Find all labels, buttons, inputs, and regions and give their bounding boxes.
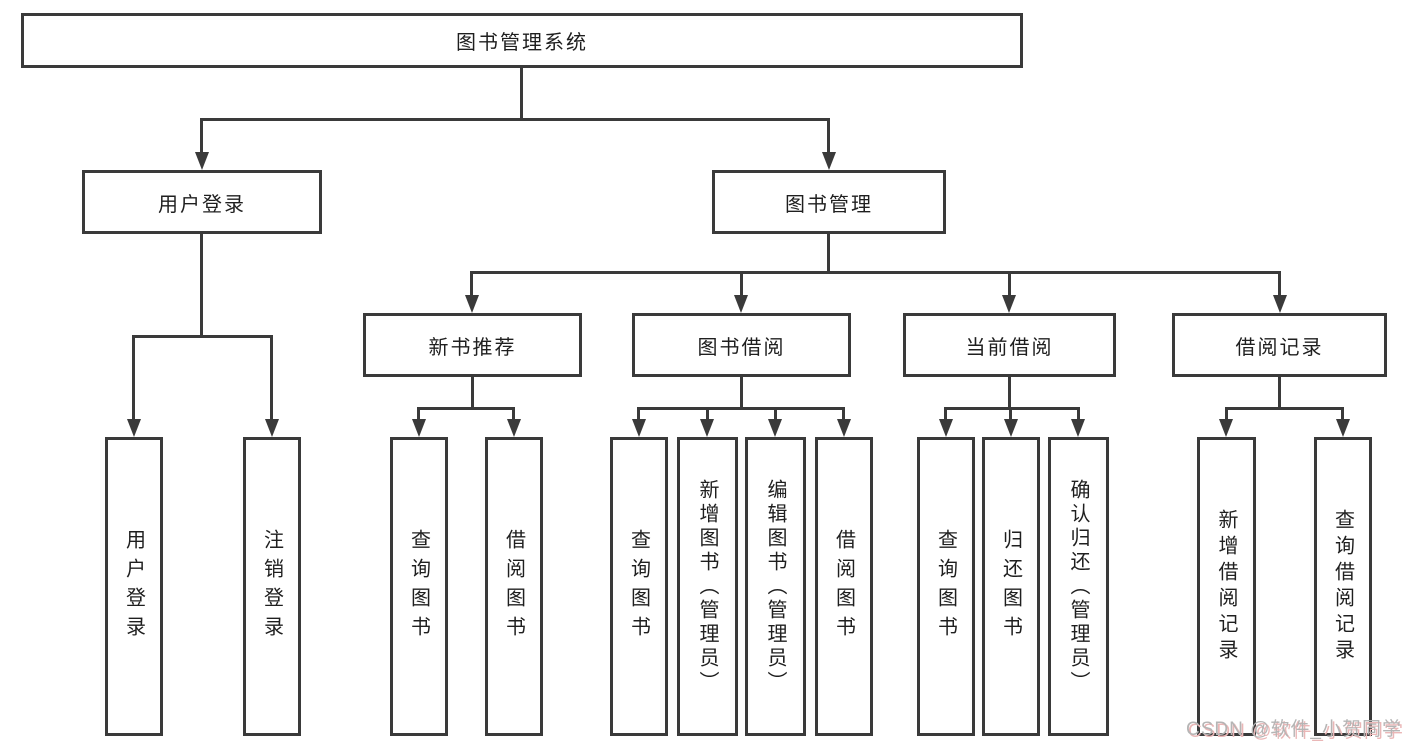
connector-book-mgmt-bar [472,271,1281,274]
connector-book-borrow-drop-3 [774,407,777,423]
arrow-to-leaf-bb-add-icon [700,419,714,437]
arrow-to-leaf-cb-query-icon [939,419,953,437]
arrow-to-book-borrow-icon [734,295,748,313]
leaf-logout: 注销登录 [243,437,301,736]
arrow-to-leaf-bb-edit-icon [768,419,782,437]
leaf-bb-borrow-books: 借阅图书 [815,437,873,736]
connector-current-borrow-drop-3 [1077,407,1080,423]
leaf-bb-edit-books: 编辑图书（管理员） [745,437,806,736]
leaf-rec-borrow-books: 借阅图书 [485,437,543,736]
connector-book-borrow-drop-1 [637,407,640,423]
arrow-to-leaf-bb-borrow-icon [837,419,851,437]
node-book-borrow: 图书借阅 [632,313,851,377]
connector-current-borrow-drop-2 [1009,407,1012,423]
node-book-mgmt: 图书管理 [712,170,946,234]
leaf-br-add-record-label: 新增借阅记录 [1215,508,1237,665]
arrow-to-leaf-cb-confirm-icon [1071,419,1085,437]
leaf-cb-confirm-return-label: 确认归还（管理员） [1067,478,1089,695]
leaf-cb-return-books-label: 归还图书 [999,528,1022,645]
arrow-to-leaf-cb-return-icon [1004,419,1018,437]
node-root: 图书管理系统 [21,13,1023,68]
connector-current-borrow-stem [1008,377,1011,407]
connector-root-bar [202,118,829,121]
leaf-cb-query-books: 查询图书 [917,437,975,736]
leaf-bb-query-books-label: 查询图书 [627,528,650,645]
node-user-login: 用户登录 [82,170,322,234]
leaf-cb-query-books-label: 查询图书 [934,528,957,645]
node-new-rec: 新书推荐 [363,313,582,377]
leaf-br-query-record-label: 查询借阅记录 [1331,508,1354,665]
node-current-borrow: 当前借阅 [903,313,1116,377]
connector-root-drop-left [200,118,203,156]
node-book-borrow-label: 图书借阅 [697,336,786,359]
node-borrow-records-label: 借阅记录 [1235,336,1324,359]
leaf-logout-label: 注销登录 [260,528,283,645]
connector-book-mgmt-drop-2 [740,271,743,299]
connector-root-drop-right [827,118,830,156]
arrow-to-leaf-rec-query-icon [412,419,426,437]
connector-borrow-records-bar [1226,407,1343,410]
connector-book-borrow-stem [740,377,743,407]
leaf-cb-return-books: 归还图书 [982,437,1040,736]
connector-root-stem [520,68,523,118]
node-root-label: 图书管理系统 [456,32,588,54]
arrow-to-borrow-records-icon [1273,295,1287,313]
node-current-borrow-label: 当前借阅 [965,336,1054,359]
connector-current-borrow-drop-1 [944,407,947,423]
arrow-to-leaf-logout-icon [265,419,279,437]
leaf-rec-borrow-books-label: 借阅图书 [502,528,525,645]
leaf-bb-add-books: 新增图书（管理员） [677,437,738,736]
connector-user-login-drop-2 [270,335,273,423]
arrow-to-leaf-br-query-icon [1336,419,1350,437]
connector-borrow-records-drop-1 [1225,407,1228,423]
connector-new-rec-stem [471,377,474,407]
leaf-user-login-label: 用户登录 [122,528,145,645]
arrow-to-leaf-bb-query-icon [632,419,646,437]
arrow-to-book-mgmt-icon [822,152,836,170]
leaf-rec-query-books-label: 查询图书 [407,528,430,645]
connector-current-borrow-bar [946,407,1078,410]
connector-book-borrow-drop-4 [842,407,845,423]
connector-book-mgmt-stem [827,234,830,274]
connector-book-borrow-drop-2 [706,407,709,423]
leaf-bb-edit-books-label: 编辑图书（管理员） [764,478,786,695]
arrow-to-leaf-br-add-icon [1219,419,1233,437]
leaf-cb-confirm-return: 确认归还（管理员） [1048,437,1109,736]
connector-new-rec-bar [419,407,515,410]
arrow-to-new-rec-icon [465,295,479,313]
leaf-br-add-record: 新增借阅记录 [1197,437,1256,736]
connector-book-mgmt-drop-3 [1008,271,1011,299]
arrow-to-current-borrow-icon [1002,295,1016,313]
leaf-br-query-record: 查询借阅记录 [1314,437,1372,736]
connector-book-mgmt-drop-4 [1278,271,1281,299]
leaf-bb-add-books-label: 新增图书（管理员） [696,478,718,695]
leaf-bb-borrow-books-label: 借阅图书 [832,528,855,645]
arrow-to-leaf-rec-borrow-icon [507,419,521,437]
leaf-user-login: 用户登录 [105,437,163,736]
arrow-to-leaf-user-login-icon [127,419,141,437]
node-book-mgmt-label: 图书管理 [785,193,873,216]
leaf-rec-query-books: 查询图书 [390,437,448,736]
node-user-login-label: 用户登录 [158,193,246,216]
csdn-watermark: CSDN @软件_小贺同学 [1186,719,1402,740]
connector-book-mgmt-drop-1 [470,271,473,299]
connector-new-rec-drop-2 [512,407,515,423]
connector-borrow-records-stem [1278,377,1281,407]
node-borrow-records: 借阅记录 [1172,313,1387,377]
connector-user-login-bar [134,335,272,338]
arrow-to-user-login-icon [195,152,209,170]
connector-book-borrow-bar [639,407,844,410]
connector-new-rec-drop-1 [417,407,420,423]
connector-user-login-drop-1 [132,335,135,423]
connector-user-login-stem [200,234,203,335]
connector-borrow-records-drop-2 [1341,407,1344,423]
leaf-bb-query-books: 查询图书 [610,437,668,736]
node-new-rec-label: 新书推荐 [428,336,517,359]
